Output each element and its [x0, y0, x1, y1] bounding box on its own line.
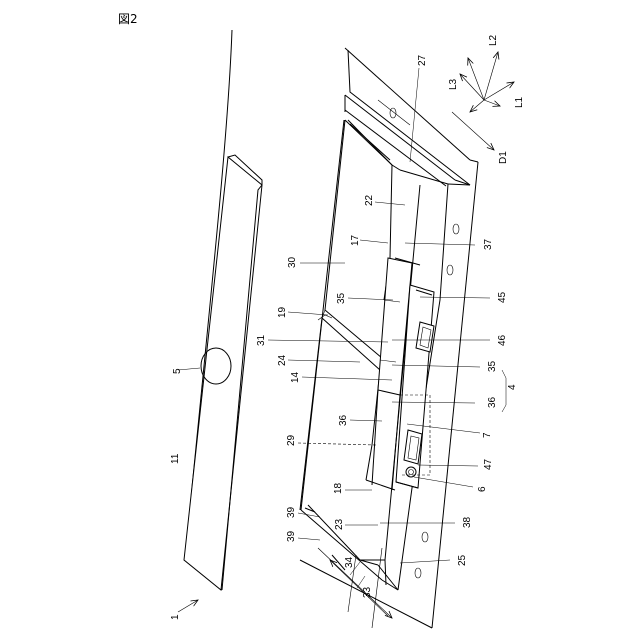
label-39a: 39 [286, 506, 297, 518]
label-17: 17 [350, 234, 361, 246]
compartment-29 [298, 310, 395, 560]
label-22: 22 [364, 194, 375, 206]
label-30: 30 [287, 256, 298, 268]
label-18: 18 [333, 482, 344, 494]
label-L2: L2 [488, 34, 499, 46]
label-27: 27 [417, 54, 428, 66]
label-31: 31 [256, 334, 267, 346]
label-7: 7 [482, 432, 493, 438]
label-33: 33 [362, 586, 373, 598]
label-39b: 39 [286, 530, 297, 542]
label-L3: L3 [448, 78, 459, 90]
arrow-1 [178, 600, 198, 612]
frame-rails [345, 50, 470, 186]
cover-plate-11 [184, 155, 262, 590]
label-37: 37 [483, 238, 494, 250]
label-L1: L1 [514, 96, 525, 108]
axis-indicator [460, 52, 514, 112]
label-38: 38 [462, 516, 473, 528]
label-46: 46 [497, 334, 508, 346]
label-45: 45 [497, 291, 508, 303]
label-1: 1 [170, 614, 181, 620]
label-6: 6 [477, 486, 488, 492]
label-25: 25 [457, 554, 468, 566]
label-35a: 35 [336, 292, 347, 304]
label-24: 24 [277, 354, 288, 366]
label-29: 29 [286, 434, 297, 446]
label-34: 34 [344, 556, 355, 568]
label-14: 14 [290, 371, 301, 383]
label-23: 23 [334, 518, 345, 530]
label-4: 4 [507, 384, 518, 390]
label-36a: 36 [338, 414, 349, 426]
label-47: 47 [483, 458, 494, 470]
label-36b: 36 [487, 396, 498, 408]
label-11: 11 [170, 453, 181, 464]
label-19: 19 [277, 306, 288, 318]
bracket-4 [502, 370, 506, 412]
label-35b: 35 [487, 360, 498, 372]
connector-block [372, 258, 434, 490]
label-5: 5 [172, 368, 183, 374]
label-D1: D1 [498, 151, 509, 164]
